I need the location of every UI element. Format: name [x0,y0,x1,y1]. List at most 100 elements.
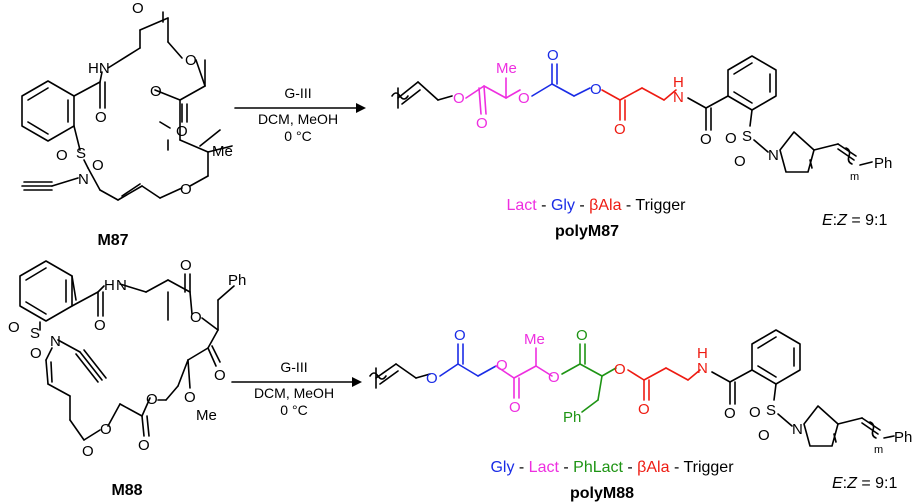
seq2-trigger: Trigger [683,459,734,476]
gly1-carbonyl-o: O [547,47,559,64]
m87-amide-o-label: O [95,109,107,126]
seq1-gly: Gly [551,197,575,214]
m87-s-label: S [76,145,86,162]
seq2-sep-4: - [670,459,684,476]
ez1-colon: : [833,212,837,229]
m88-carbonyl-o5-label: O [82,443,94,460]
lact2-carbonyl-o: O [509,399,521,416]
m88-ester-o2-label: O [100,421,112,438]
m88-me-label: Me [196,407,217,424]
m87-so-o1-label: O [56,147,68,164]
seq2-sep-1: - [514,459,528,476]
reaction1-temperature: 0 °C [284,128,311,144]
phlact2-ph-label: Ph [563,409,581,426]
reaction2-catalyst: G-III [280,359,307,375]
polymer-m88-sequence: Gly - Lact - PhLact - βAla - Trigger [490,459,734,476]
bala-unit-1: O H N [601,74,684,138]
m87-benzene-ring [21,80,75,142]
seq2-bala: βAla [637,459,669,476]
trigger2-repeat-m: m [874,444,883,456]
seq1-lact: Lact [506,197,537,214]
polymer-m87-structure: O O Me O O O O [391,47,892,183]
trigger-unit-1: O S O O N m Ph [687,55,892,183]
trigger1-so-o1: O [725,130,737,147]
m87-hn-label: HN [88,60,110,77]
m88-so-o1-label: O [8,319,20,336]
trigger2-so-o1: O [749,404,761,421]
polymer-m87-ez-ratio: E:Z = 9:1 [822,212,887,229]
m88-h-label: H [104,277,115,294]
m88-ring-o-label: O [146,391,158,408]
m87-me-label: Me [212,143,233,160]
reaction1-solvent: DCM, MeOH [258,111,338,127]
m87-carbonyl-o-top: O [132,0,144,17]
trigger2-so-o2: O [758,427,770,444]
bala2-o-label: O [614,361,626,378]
bala1-h-label: H [673,74,684,91]
m87-ester-o2-label: O [150,83,162,100]
polymer-m87-label: polyM87 [555,223,619,240]
monomer-m88-label: M88 [111,482,142,499]
seq2-sep-3: - [623,459,637,476]
trigger2-s-label: S [766,402,776,419]
trigger2-amide-o: O [724,405,736,422]
m88-carbonyl-o-top: O [180,257,192,274]
ez2-e: E [832,475,843,492]
m87-so-o2-label: O [92,157,104,174]
monomer-m88-structure: O H N O Ph O O O Me O O O O S O O N [8,257,246,460]
reaction1-arrow [234,103,366,113]
seq1-bala: βAla [589,197,621,214]
gly2-carbonyl-o: O [454,327,466,344]
lact1-me-label: Me [496,60,517,77]
gly-unit-1: O O [531,47,602,98]
m88-ph-label: Ph [228,272,246,289]
m88-ester-o-label: O [190,309,202,326]
bala1-n-label: N [673,89,684,106]
m88-so-o2-label: O [30,345,42,362]
gly-unit-2: O O [426,327,497,387]
lact-unit-1: O O Me O [453,60,530,132]
seq2-sep-2: - [559,459,573,476]
reaction2-arrow [231,377,362,387]
lact2-me-label: Me [524,331,545,348]
lact1-ester-o: O [518,90,530,107]
ez2-colon: : [843,475,847,492]
seq1-trigger: Trigger [635,197,686,214]
m87-n-label: N [78,171,89,188]
bala2-h-label: H [697,345,708,362]
monomer-m87-label: M87 [97,232,128,249]
m88-carbonyl-o4-label: O [138,437,150,454]
seq2-phlact: PhLact [573,459,623,476]
lact1-carbonyl-o: O [476,115,488,132]
reaction1-catalyst: G-III [284,85,311,101]
polymer-m88-ez-ratio: E:Z = 9:1 [832,475,897,492]
lact2-o-label: O [496,357,508,374]
trigger1-s-label: S [742,128,752,145]
m88-amide-o-label: O [94,317,106,334]
ez2-value: = 9:1 [857,475,898,492]
bala1-carbonyl-o: O [614,121,626,138]
ez1-z: Z [836,212,848,229]
lact-unit-2: O O Me O [495,331,560,416]
phlact-unit-2: O Ph [561,327,617,426]
gly1-ester-o: O [590,81,602,98]
ez2-z: Z [846,475,858,492]
m88-n-label: N [50,333,61,350]
lact1-o-label: O [453,90,465,107]
trigger-unit-2: O S O O N m Ph [711,329,912,456]
m88-s-label: S [30,325,40,342]
trigger2-ph-label: Ph [894,429,912,446]
seq2-gly: Gly [490,459,514,476]
reaction2-temperature: 0 °C [280,402,307,418]
trigger1-ph-label: Ph [874,155,892,172]
polymer-m87-sequence: Lact - Gly - βAla - Trigger [506,197,686,214]
trigger1-n-label: N [768,147,779,164]
bala-unit-2: O O H N [614,345,708,418]
m87-ester-o-label: O [185,52,197,69]
m88-n-amide-label: N [116,277,127,294]
bala2-n-label: N [697,360,708,377]
ez1-e: E [822,212,833,229]
trigger1-so-o2: O [734,153,746,170]
trigger2-n-label: N [792,421,803,438]
